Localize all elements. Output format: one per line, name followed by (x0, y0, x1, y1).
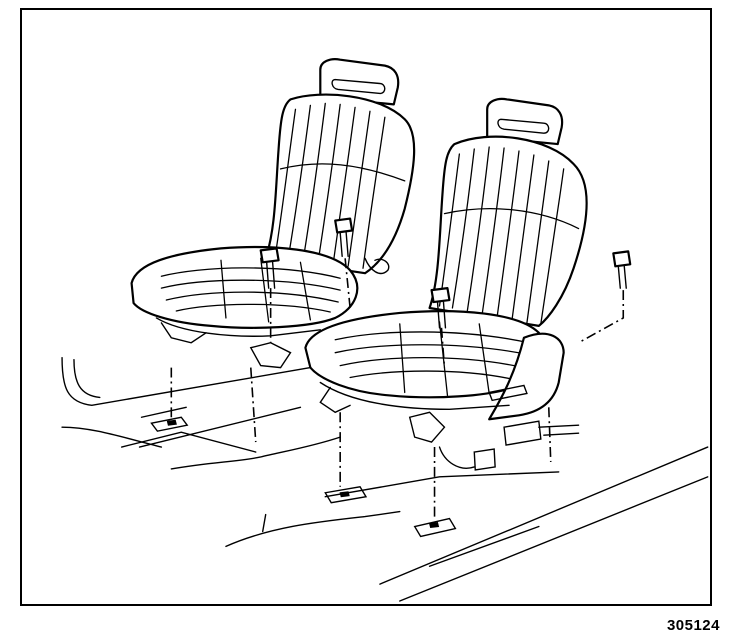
left-seat (130, 58, 416, 369)
floor-anchor-pads (150, 416, 457, 538)
bolt-left-rear (334, 217, 354, 258)
bolt-left-front (259, 247, 280, 289)
seat-installation-illustration (61, 58, 709, 602)
right-seat (304, 97, 588, 471)
bolt-right-side (612, 250, 632, 289)
seat-bolts (259, 217, 632, 329)
vehicle-floor (61, 356, 709, 602)
figure-number: 305124 (666, 617, 720, 634)
bolt-right-front (430, 287, 451, 329)
alignment-lines (170, 258, 625, 519)
illustration-frame (20, 8, 712, 606)
